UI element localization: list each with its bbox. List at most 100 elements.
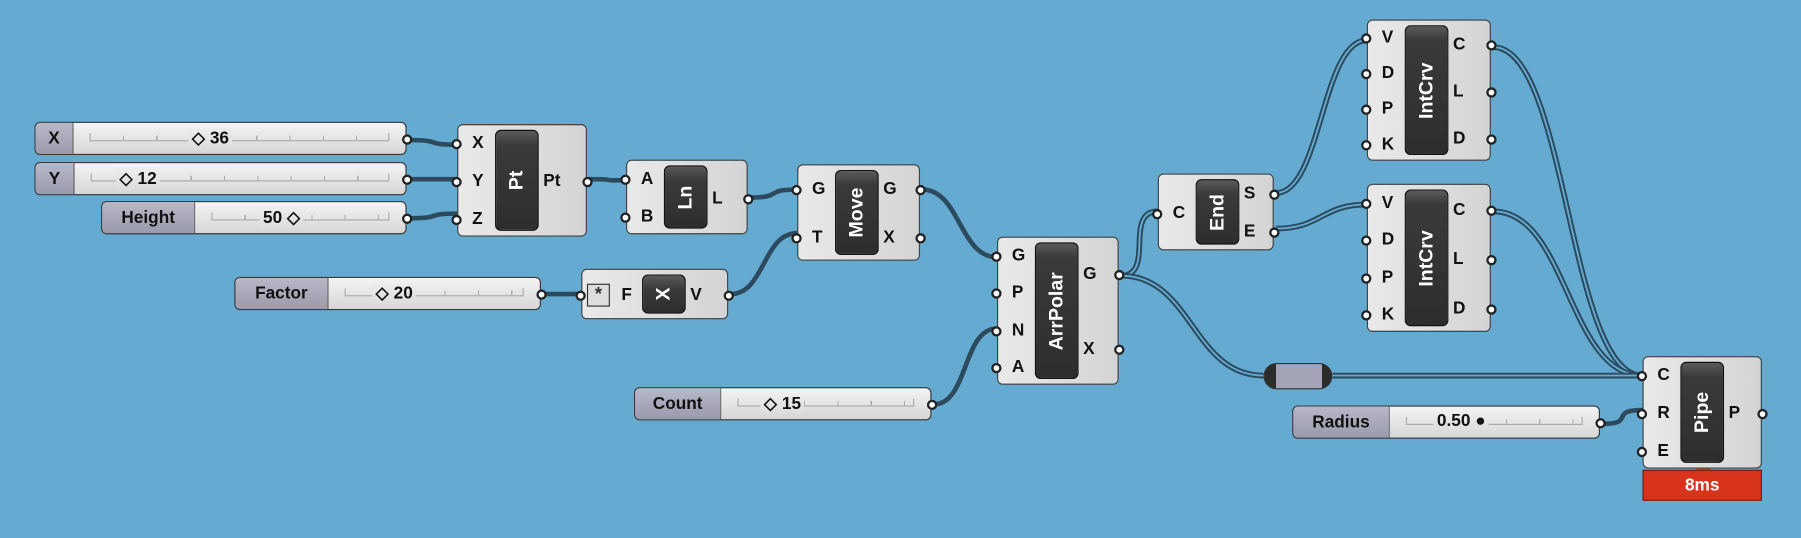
component-nickname-box[interactable]: IntCrv <box>1404 189 1449 327</box>
grip-diamond-icon[interactable]: ◇ <box>282 207 301 228</box>
grip-diamond-icon[interactable]: ◇ <box>119 168 138 189</box>
input-port[interactable] <box>1361 235 1372 247</box>
component-end[interactable]: End C S E <box>1152 173 1280 251</box>
output-param-label[interactable]: X <box>1083 338 1095 359</box>
input-port[interactable] <box>1361 272 1372 284</box>
input-param-label[interactable]: A <box>640 169 654 189</box>
output-port[interactable] <box>1486 254 1497 265</box>
input-port[interactable] <box>1636 371 1648 382</box>
output-port[interactable] <box>1114 344 1125 355</box>
slider-y[interactable]: Y ◇ 12 <box>34 161 413 196</box>
input-port[interactable] <box>1152 208 1163 219</box>
input-port[interactable] <box>991 325 1002 337</box>
slider-track[interactable]: ◇ 12 <box>75 163 406 194</box>
output-param-label[interactable]: S <box>1243 183 1256 204</box>
input-param-label[interactable]: V <box>1381 27 1394 48</box>
input-param-label[interactable]: R <box>1657 403 1670 423</box>
output-param-label[interactable]: D <box>1452 298 1466 318</box>
slider-factor[interactable]: Factor ◇ 20 <box>234 276 547 311</box>
output-port[interactable] <box>1486 205 1497 216</box>
input-port[interactable] <box>1361 309 1372 321</box>
output-param-label[interactable]: P <box>1728 403 1741 423</box>
input-param-label[interactable]: P <box>1381 267 1394 287</box>
input-param-label[interactable]: G <box>1011 245 1026 266</box>
output-port[interactable] <box>1486 303 1497 315</box>
output-param-label[interactable]: G <box>1083 264 1097 284</box>
input-port[interactable] <box>451 176 462 188</box>
output-port[interactable] <box>1269 189 1280 200</box>
component-nickname-box[interactable]: IntCrv <box>1404 25 1449 156</box>
wire[interactable] <box>922 187 998 260</box>
input-port[interactable] <box>1361 139 1372 151</box>
slider-track[interactable]: ◇ 15 <box>721 388 930 419</box>
output-port[interactable] <box>915 184 926 196</box>
component-nickname-box[interactable]: End <box>1195 179 1240 245</box>
slider-output-port[interactable] <box>536 289 547 300</box>
output-param-label[interactable]: G <box>883 179 897 199</box>
output-port[interactable] <box>1757 408 1768 420</box>
slider-value[interactable]: ◇ 12 <box>116 167 161 189</box>
input-port[interactable] <box>1361 104 1372 115</box>
input-param-label[interactable]: Y <box>472 171 484 191</box>
input-param-label[interactable]: Z <box>472 208 483 229</box>
component-pt[interactable]: Pt X Y Z Pt <box>451 124 593 237</box>
output-port[interactable] <box>582 176 593 188</box>
slider-track[interactable]: ◇ 36 <box>74 123 406 154</box>
input-param-label[interactable]: N <box>1011 320 1025 340</box>
slider-value[interactable]: ◇ 15 <box>760 392 805 414</box>
input-param-label[interactable]: D <box>1381 230 1395 250</box>
component-nickname-box[interactable]: Pt <box>495 129 539 231</box>
list-wire-inner[interactable] <box>1121 274 1264 377</box>
wire[interactable] <box>730 230 798 297</box>
list-wire-inner[interactable] <box>1276 39 1367 194</box>
wire[interactable] <box>410 137 458 148</box>
grip-circle-icon[interactable]: ● <box>1470 411 1486 431</box>
output-param-label[interactable]: L <box>1452 80 1464 101</box>
wire[interactable] <box>589 176 626 183</box>
input-param-label[interactable]: P <box>1381 98 1394 119</box>
input-port[interactable] <box>991 288 1002 300</box>
input-param-label[interactable]: D <box>1381 63 1395 83</box>
input-port[interactable] <box>991 251 1002 263</box>
output-port[interactable] <box>1114 270 1125 281</box>
component-nickname-box[interactable]: ArrPolar <box>1034 242 1079 380</box>
output-param-label[interactable]: Pt <box>543 171 561 191</box>
output-param-label[interactable]: D <box>1452 128 1466 148</box>
input-port[interactable] <box>991 362 1002 374</box>
input-param-label[interactable]: C <box>1172 202 1186 223</box>
wire[interactable] <box>933 326 998 407</box>
output-param-label[interactable]: L <box>712 187 723 208</box>
output-param-label[interactable]: C <box>1452 199 1466 219</box>
grip-diamond-icon[interactable]: ◇ <box>375 283 394 304</box>
input-port[interactable] <box>1361 198 1372 210</box>
list-wire-inner[interactable] <box>1276 203 1367 230</box>
slider-value[interactable]: ◇ 20 <box>372 282 417 304</box>
slider-height[interactable]: Height 50 ◇ <box>101 201 413 235</box>
slider-output-port[interactable] <box>402 174 413 185</box>
slider-output-port[interactable] <box>402 213 413 224</box>
slider-value[interactable]: 50 ◇ <box>259 206 304 228</box>
slider-output-port[interactable] <box>926 399 938 411</box>
slider-radius[interactable]: Radius 0.50 ● <box>1292 405 1606 439</box>
output-port[interactable] <box>1486 133 1497 145</box>
grip-diamond-icon[interactable]: ◇ <box>763 393 782 414</box>
list-wire-inner[interactable] <box>1493 210 1643 377</box>
output-param-label[interactable]: E <box>1243 221 1256 242</box>
input-param-label[interactable]: E <box>1657 440 1669 461</box>
slider-output-port[interactable] <box>1595 418 1606 429</box>
component-nickname-box[interactable]: Move <box>835 169 879 255</box>
input-param-label[interactable]: X <box>472 133 484 154</box>
output-port[interactable] <box>1486 39 1497 50</box>
list-wire-inner[interactable] <box>1493 46 1643 377</box>
output-param-label[interactable]: V <box>690 284 702 305</box>
input-param-label[interactable]: T <box>812 227 823 247</box>
grip-diamond-icon[interactable]: ◇ <box>191 128 210 149</box>
slider-x[interactable]: X ◇ 36 <box>34 121 413 156</box>
